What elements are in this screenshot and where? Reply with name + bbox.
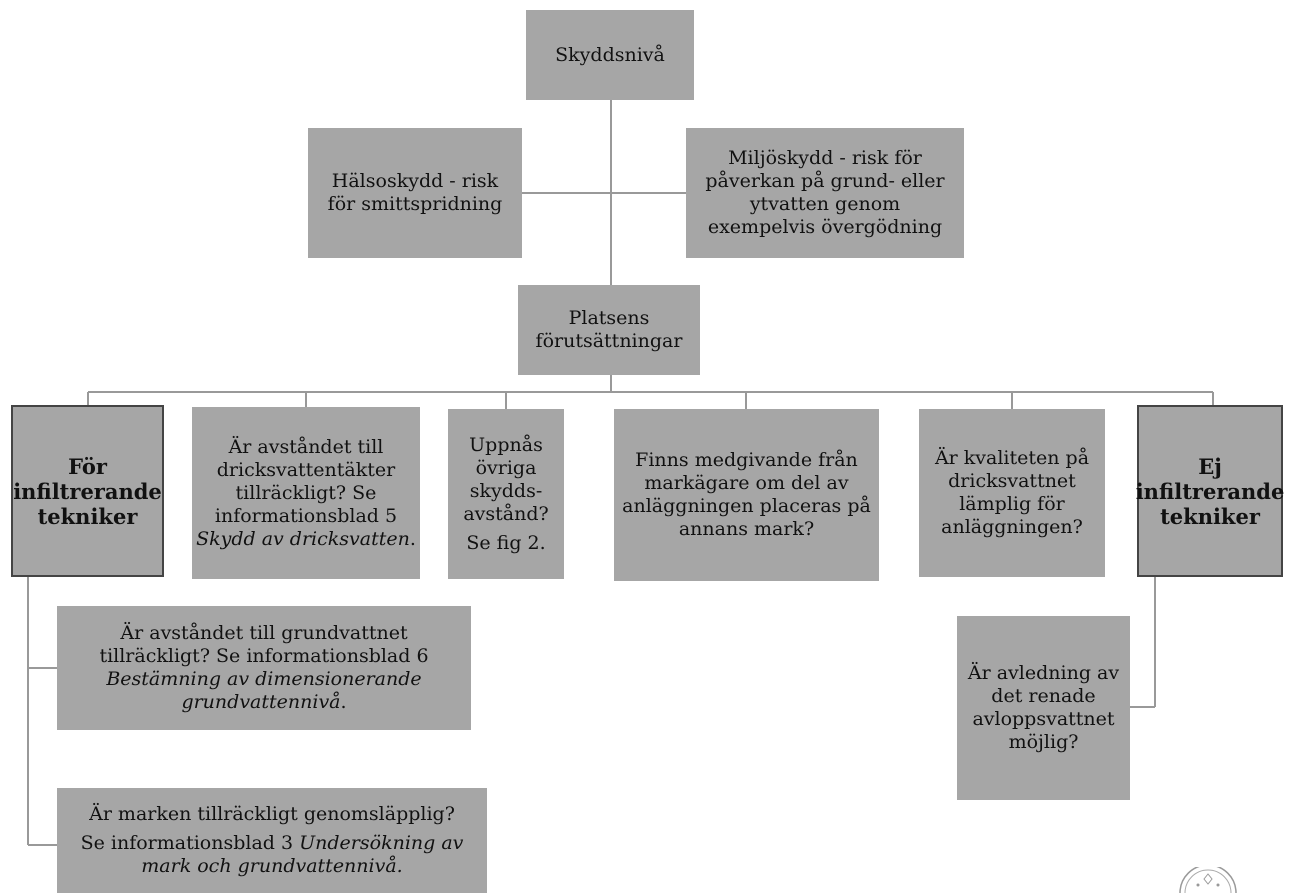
dricksvattentakter-label: Är avståndet till dricksvattentäkter til… [196,435,416,550]
halsoskydd-label: Hälsoskydd - risk för smittspridning [327,170,503,215]
kvalitet-box: Är kvaliteten på dricksvattnet lämplig f… [919,409,1105,577]
skyddsavstand-ref: Se fig 2. [466,531,546,554]
for-infiltrerande-box: För infiltrerande tekniker [11,405,164,577]
for-infiltrerande-label: För infiltrerande tekniker [13,453,162,529]
medgivande-box: Finns medgivande från markägare om del a… [614,409,879,581]
halsoskydd-box: Hälsoskydd - risk för smittspridning [308,128,522,258]
skyddsniva-label: Skyddsnivå [555,43,665,66]
miljoskydd-label: Miljöskydd - risk för påverkan på grund-… [705,147,945,238]
miljoskydd-box: Miljöskydd - risk för påverkan på grund-… [686,128,964,258]
skyddsavstand-label: Uppnås övriga skydds- avstånd? [463,433,549,525]
genomslapplig-ref: Se informationsblad 3 Undersökning av ma… [80,832,464,877]
avledning-label: Är avledning av det renade avloppsvattne… [967,662,1120,753]
dricksvattentakter-box: Är avståndet till dricksvattentäkter til… [192,407,420,579]
ej-infiltrerande-label: Ej infiltrerande tekniker [1135,453,1285,529]
platsens-box: Platsens förutsättningar [518,285,700,375]
genomslapplig-box: Är marken tillräckligt genomsläpplig? Se… [57,788,487,893]
platsens-label: Platsens förutsättningar [535,307,683,352]
ej-infiltrerande-box: Ej infiltrerande tekniker [1135,405,1285,577]
genomslapplig-question: Är marken tillräckligt genomsläpplig? [89,803,455,825]
grundvatten-box: Är avståndet till grundvattnet tillräckl… [57,606,471,730]
medgivande-label: Finns medgivande från markägare om del a… [622,449,871,540]
avledning-box: Är avledning av det renade avloppsvattne… [957,616,1130,800]
grundvatten-label: Är avståndet till grundvattnet tillräckl… [99,622,429,713]
skyddsniva-box: Skyddsnivå [526,10,694,100]
skyddsavstand-box: Uppnås övriga skydds- avstånd? Se fig 2. [448,409,564,579]
kvalitet-label: Är kvaliteten på dricksvattnet lämplig f… [934,447,1090,538]
seal-logo-icon [1179,867,1237,893]
